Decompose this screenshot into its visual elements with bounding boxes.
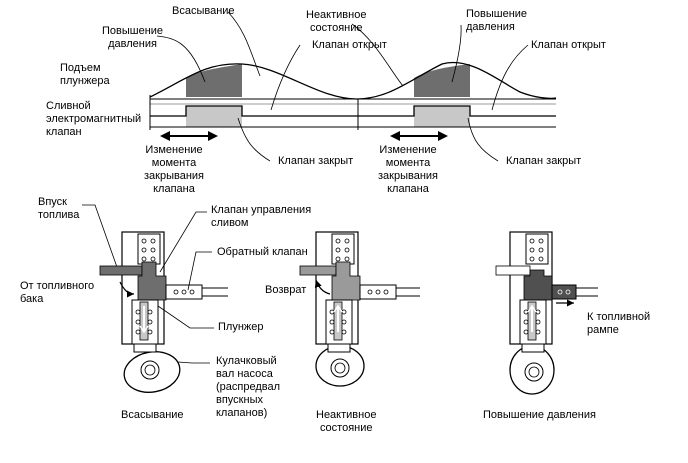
caption-pressurize: Повышение давления <box>483 409 596 421</box>
label-valve-closed-1: Клапан закрыт <box>278 155 354 167</box>
label-inactive-phase: Неактивное состояние <box>306 9 367 34</box>
caption-inactive: Неактивное состояние <box>316 409 377 434</box>
label-closing-change-1: Изменение момента закрывания клапана <box>144 144 205 195</box>
pump-inactive <box>299 231 420 387</box>
pump-pressurize <box>495 231 598 395</box>
label-plunger-lift: Подъем плунжера <box>60 62 110 87</box>
return-pipe-2 <box>299 265 337 276</box>
valve-closed-block-2 <box>414 106 470 127</box>
valve-signal-line <box>150 105 556 117</box>
label-spill-valve: Сливной электромагнитный клапан <box>46 100 142 138</box>
timing-leaders <box>156 11 529 162</box>
label-closing-change-2: Изменение момента закрывания клапана <box>378 144 439 195</box>
label-from-tank: От топливного бака <box>20 280 95 305</box>
pressurize-region-1 <box>186 64 242 97</box>
label-cam: Кулачковый вал насоса (распредвал впускн… <box>216 355 281 419</box>
label-return: Возврат <box>265 284 307 296</box>
fuel-chamber-1 <box>137 261 167 301</box>
timing-chart <box>149 11 557 162</box>
label-check-valve: Обратный клапан <box>217 246 308 258</box>
leader-fuel-inlet <box>82 204 119 271</box>
label-plunger: Плунжер <box>218 321 264 333</box>
closing-change-arrow-1 <box>160 131 218 141</box>
label-valve-open-1: Клапан открыт <box>312 39 387 51</box>
valve-closed-block-1 <box>186 106 242 127</box>
label-fuel-inlet: Впуск топлива <box>38 196 80 221</box>
label-suction-phase: Всасывание <box>172 5 235 17</box>
label-to-rail: К топливной рампе <box>587 311 651 336</box>
caption-suction: Всасывание <box>121 409 184 421</box>
pressurize-region-2 <box>414 64 470 97</box>
pump-suction <box>82 204 228 393</box>
inlet-pipe-1 <box>99 265 143 276</box>
closing-change-arrow-2 <box>390 131 448 141</box>
plunger-lift-curve <box>149 61 557 100</box>
label-pressurize-2: Повышение давления <box>466 8 528 33</box>
label-spill-control-valve: Клапан управления сливом <box>211 204 312 229</box>
label-valve-open-2: Клапан открыт <box>531 39 606 51</box>
label-valve-closed-2: Клапан закрыт <box>506 155 582 167</box>
label-pressurize-1: Повышение давления <box>102 25 164 50</box>
